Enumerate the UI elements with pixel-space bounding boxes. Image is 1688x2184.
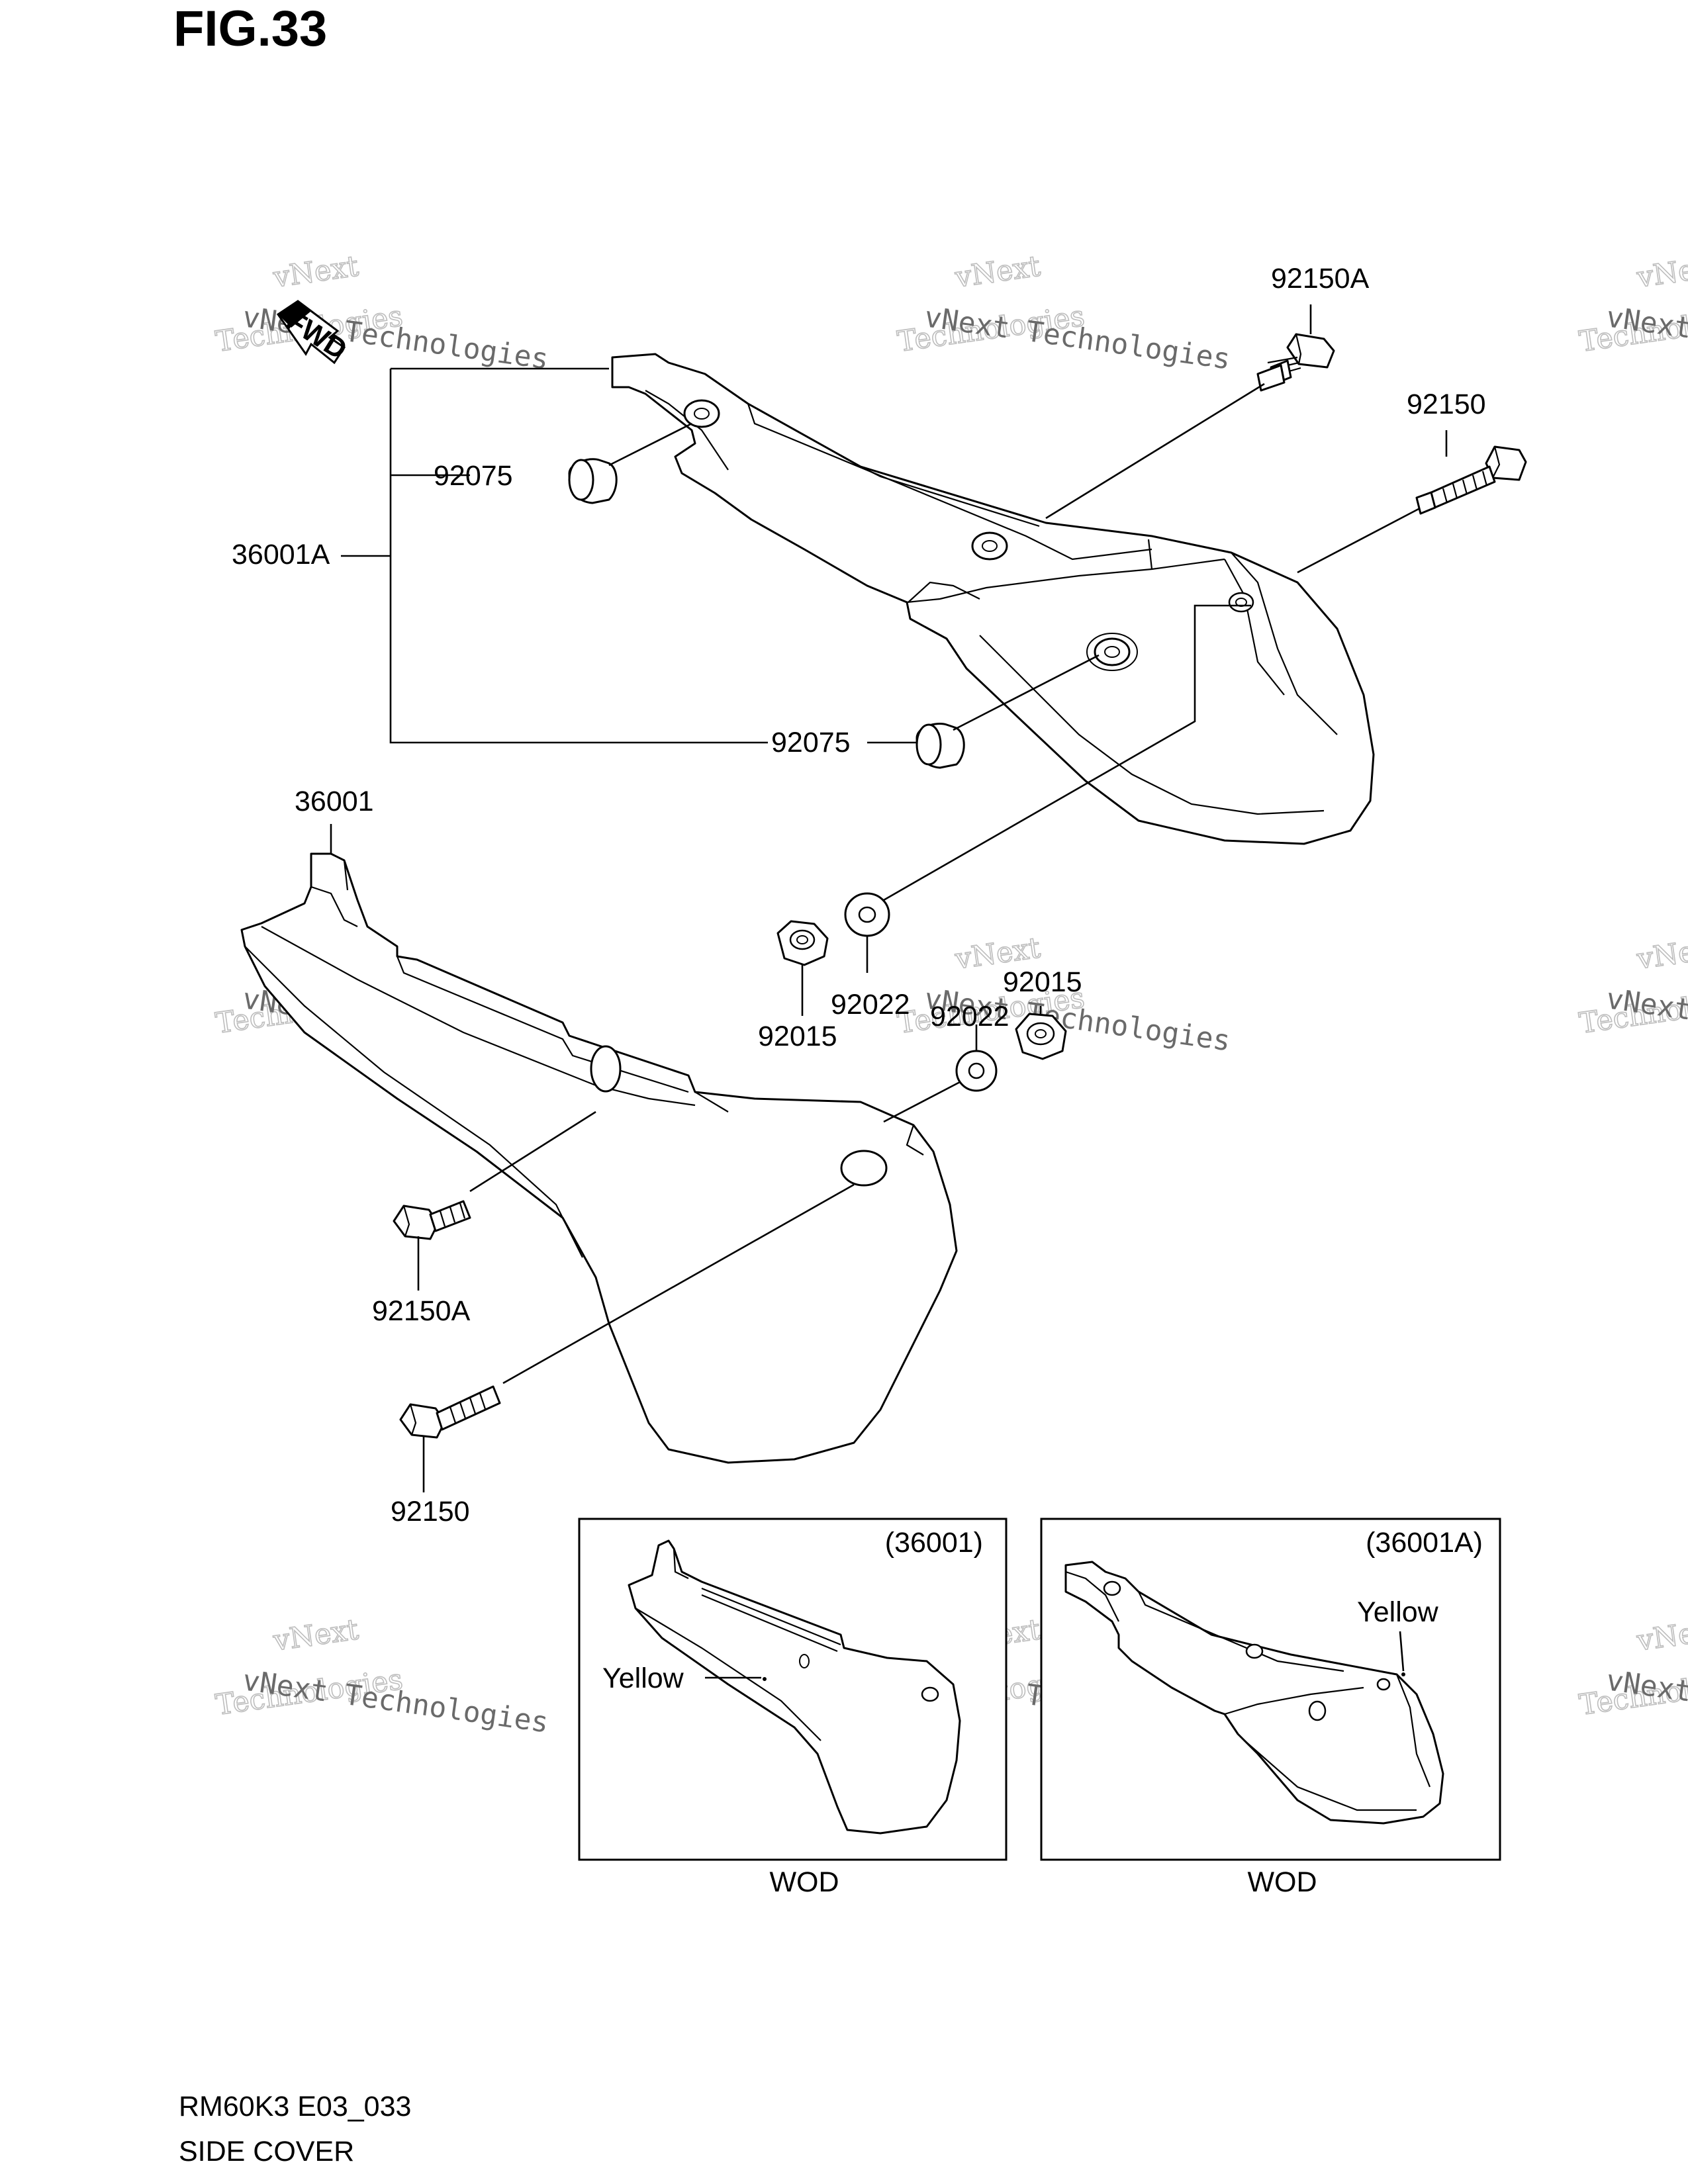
nut-92015-b-icon [1015, 1013, 1067, 1060]
callout-92150-bottom: 92150 [391, 1496, 470, 1527]
callout-92075-b: 92075 [771, 727, 851, 758]
inset-36001-color: Yellow [602, 1662, 684, 1694]
washer-92022-b-icon [955, 1050, 998, 1092]
watermark: vNext Technologies vNext Technologies [1577, 931, 1688, 1058]
washer-92022-a-icon [844, 892, 890, 937]
callout-92150A-bottom: 92150A [372, 1295, 471, 1327]
inset-36001-caption: WOD [769, 1866, 839, 1898]
watermark: vNext Technologies vNext Technologies [213, 1613, 551, 1740]
bolt-92150A-top-icon [1256, 333, 1335, 392]
side-cover-36001A [611, 353, 1375, 845]
cushion-92075-a-icon [568, 458, 618, 504]
svg-text:vNext: vNext [1634, 250, 1688, 295]
figure-title: FIG.33 [173, 1, 328, 57]
inset-36001A: (36001A) Yellow WOD [1040, 1518, 1501, 1898]
bolt-92150A-bottom-icon [393, 1200, 471, 1240]
svg-text:vNext: vNext [1634, 1613, 1688, 1658]
watermark: vNext Technologies vNext Technologies [213, 250, 551, 377]
svg-text:vNext: vNext [271, 1613, 361, 1658]
callout-92015-a: 92015 [758, 1021, 837, 1052]
inset-36001-ref: (36001) [885, 1527, 983, 1559]
svg-text:vNext: vNext [271, 250, 361, 295]
bolt-92150-top-icon [1415, 445, 1527, 515]
nut-92015-a-icon [776, 920, 829, 966]
inset-36001A-ref: (36001A) [1366, 1527, 1483, 1559]
grommet-92075-b-icon [1086, 633, 1138, 671]
inset-36001: (36001) Yellow WOD [578, 1518, 1008, 1898]
callout-92015-b: 92015 [1003, 966, 1082, 998]
callout-92150-top: 92150 [1407, 388, 1486, 420]
callouts: 92150A 92150 92075 36001A 92075 36001 92… [232, 263, 1486, 1527]
watermark: vNext Technologies vNext Technologies [1577, 250, 1688, 377]
svg-text:vNext: vNext [1634, 931, 1688, 976]
inset-36001A-color: Yellow [1357, 1596, 1439, 1628]
inset-36001A-caption: WOD [1247, 1866, 1317, 1898]
model-code: RM60K3 E03_033 [179, 2091, 412, 2122]
callout-92075-a: 92075 [434, 460, 513, 492]
watermark: vNext Technologies vNext Technologies [895, 250, 1233, 377]
callout-92022-a: 92022 [831, 989, 910, 1021]
leader-lines [330, 304, 1448, 1492]
watermark: vNext Technologies vNext Technologies [1577, 1613, 1688, 1740]
callout-36001: 36001 [295, 786, 374, 817]
section-title: SIDE COVER [179, 2136, 355, 2167]
cushion-92075-b-icon [915, 723, 965, 769]
bolt-92150-bottom-icon [399, 1385, 501, 1439]
callout-92022-b: 92022 [930, 1001, 1009, 1032]
callout-92150A-top: 92150A [1271, 263, 1370, 295]
side-cover-36001 [240, 852, 958, 1464]
callout-36001A: 36001A [232, 539, 330, 570]
svg-text:vNext: vNext [953, 250, 1043, 295]
